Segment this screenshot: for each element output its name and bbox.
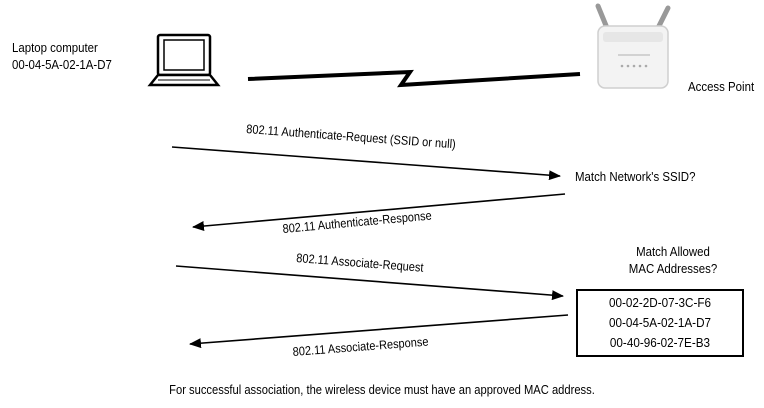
assoc-response-label: 802.11 Associate-Response: [292, 335, 429, 359]
allowed-mac-item: 00-02-2D-07-3C-F6: [608, 295, 712, 310]
laptop-mac: 00-04-5A-02-1A-D7: [12, 57, 112, 72]
access-point-label: Access Point: [688, 79, 755, 94]
laptop-label: Laptop computer 00-04-5A-02-1A-D7: [12, 39, 112, 73]
auth-request-label: 802.11 Authenticate-Request (SSID or nul…: [246, 122, 457, 151]
figure-caption: For successful association, the wireless…: [169, 382, 595, 397]
mac-check-line1: Match Allowed: [636, 244, 710, 259]
allowed-mac-item: 00-04-5A-02-1A-D7: [608, 315, 712, 330]
allowed-mac-list: 00-02-2D-07-3C-F6 00-04-5A-02-1A-D7 00-4…: [576, 289, 744, 357]
allowed-mac-item: 00-40-96-02-7E-B3: [609, 335, 711, 350]
access-point-icon: [595, 3, 671, 89]
laptop-icon: [147, 33, 221, 87]
ssid-check-label: Match Network's SSID?: [575, 169, 696, 184]
assoc-response-arrow: [189, 314, 569, 349]
mac-check-line2: MAC Addresses?: [628, 261, 718, 276]
auth-response-arrow: [192, 193, 566, 232]
laptop-name: Laptop computer: [12, 40, 98, 55]
assoc-request-arrow: [175, 265, 564, 301]
auth-request-arrow: [171, 146, 561, 181]
assoc-request-label: 802.11 Associate-Request: [296, 251, 425, 275]
mac-check-label: Match Allowed MAC Addresses?: [607, 243, 739, 277]
wireless-link-bolt: [247, 69, 581, 88]
